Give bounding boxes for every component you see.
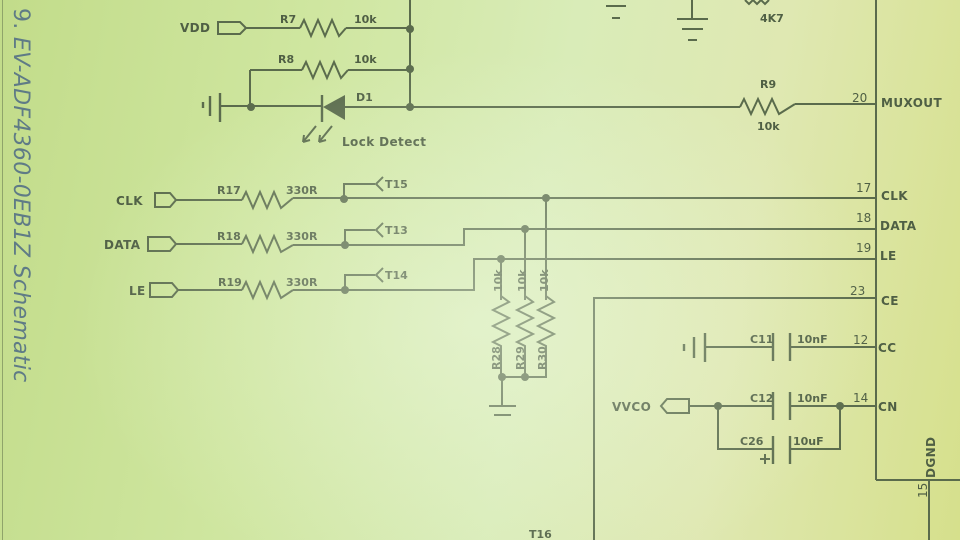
pin-17-number: 17 bbox=[856, 181, 871, 195]
vvco-port[interactable] bbox=[659, 398, 690, 414]
resistor-r28 bbox=[490, 295, 512, 376]
lock-detect-label: Lock Detect bbox=[342, 135, 426, 149]
ground-symbol bbox=[677, 0, 708, 41]
r8-ref: R8 bbox=[278, 53, 294, 66]
vdd-port[interactable] bbox=[217, 21, 248, 35]
resistor-r18 bbox=[241, 233, 294, 255]
r29-value: 10k bbox=[516, 269, 529, 292]
ic-adf4360-body bbox=[875, 0, 960, 481]
title-prefix: 9. bbox=[8, 8, 33, 37]
data-label: DATA bbox=[104, 238, 141, 252]
ground-symbol bbox=[489, 377, 516, 416]
capacitor-c11 bbox=[771, 333, 792, 361]
c26-ref: C26 bbox=[740, 435, 764, 448]
resistor-r7 bbox=[299, 17, 347, 39]
resistor-4k7-partial bbox=[744, 0, 770, 6]
page-margin-line bbox=[2, 0, 3, 540]
c12-ref: C12 bbox=[750, 392, 773, 405]
pin-14-name: CN bbox=[878, 400, 898, 414]
junction-dot bbox=[247, 103, 255, 111]
vvco-label: VVCO bbox=[612, 400, 651, 414]
r28-value: 10k bbox=[492, 269, 505, 292]
r18-ref: R18 bbox=[217, 230, 241, 243]
le-port[interactable] bbox=[149, 282, 180, 298]
c11-ref: C11 bbox=[750, 333, 773, 346]
ground-symbol-c11 bbox=[682, 333, 707, 362]
capacitor-c12 bbox=[771, 392, 792, 420]
test-point-t15 bbox=[343, 176, 384, 199]
r18-value: 330R bbox=[286, 230, 318, 243]
r30-value: 10k bbox=[538, 269, 551, 292]
wire bbox=[717, 406, 773, 450]
test-point-t14 bbox=[344, 267, 384, 290]
ground-symbol bbox=[606, 5, 626, 19]
r17-value: 330R bbox=[286, 184, 318, 197]
pin-18-number: 18 bbox=[856, 211, 871, 225]
r9-ref: R9 bbox=[760, 78, 776, 91]
r8-value: 10k bbox=[354, 53, 377, 66]
t14-label: T14 bbox=[385, 269, 408, 282]
clk-port[interactable] bbox=[154, 192, 178, 208]
resistor-r19 bbox=[241, 279, 294, 301]
schematic-title: 9. EV-ADF4360-0EB1Z Schematic bbox=[8, 8, 33, 383]
d1-ref: D1 bbox=[356, 91, 373, 104]
pin-19-number: 19 bbox=[856, 241, 871, 255]
data-port[interactable] bbox=[147, 236, 178, 252]
pin-17-name: CLK bbox=[881, 189, 908, 203]
vdd-label: VDD bbox=[180, 21, 210, 35]
r-4k7-value: 4K7 bbox=[760, 12, 784, 25]
pin-23-number: 23 bbox=[850, 284, 865, 298]
r28-ref: R28 bbox=[490, 346, 503, 370]
resistor-r8 bbox=[301, 59, 349, 81]
junction-dot bbox=[406, 25, 414, 33]
pin-20-name: MUXOUT bbox=[881, 96, 942, 110]
r9-value: 10k bbox=[757, 120, 780, 133]
pin-23-name: CE bbox=[881, 294, 899, 308]
resistor-r29 bbox=[514, 295, 536, 376]
pin-12-name: CC bbox=[878, 341, 896, 355]
pin-15-name: DGND bbox=[924, 437, 938, 478]
c26-value: 10uF bbox=[793, 435, 824, 448]
c12-value: 10nF bbox=[797, 392, 828, 405]
t15-label: T15 bbox=[385, 178, 408, 191]
r19-value: 330R bbox=[286, 276, 318, 289]
junction-dot bbox=[406, 65, 414, 73]
supply-symbol bbox=[201, 93, 222, 122]
t13-label: T13 bbox=[385, 224, 408, 237]
r17-ref: R17 bbox=[217, 184, 241, 197]
r29-ref: R29 bbox=[514, 346, 527, 370]
le-net-wire bbox=[293, 258, 876, 291]
r30-ref: R30 bbox=[536, 346, 549, 370]
junction-dot bbox=[521, 373, 529, 381]
clk-label: CLK bbox=[116, 194, 143, 208]
c11-value: 10nF bbox=[797, 333, 828, 346]
junction-dot bbox=[406, 103, 414, 111]
pin-14-number: 14 bbox=[853, 391, 868, 405]
r19-ref: R19 bbox=[218, 276, 242, 289]
test-point-t13 bbox=[344, 222, 384, 245]
wire bbox=[790, 406, 841, 450]
ce-net-wire bbox=[593, 297, 876, 540]
r7-value: 10k bbox=[354, 13, 377, 26]
le-label: LE bbox=[129, 284, 146, 298]
data-net-wire bbox=[293, 228, 876, 246]
pin-12-number: 12 bbox=[853, 333, 868, 347]
resistor-r30 bbox=[535, 295, 557, 376]
pin-20-number: 20 bbox=[852, 91, 867, 105]
r7-ref: R7 bbox=[280, 13, 296, 26]
pin-15-number: 15 bbox=[916, 483, 930, 498]
pin-19-name: LE bbox=[880, 249, 897, 263]
pin-18-name: DATA bbox=[880, 219, 917, 233]
led-d1 bbox=[302, 95, 345, 143]
t16-label: T16 bbox=[529, 528, 552, 540]
resistor-r9 bbox=[739, 96, 796, 117]
resistor-r17 bbox=[241, 189, 294, 211]
title-text: EV-ADF4360-0EB1Z Schematic bbox=[8, 36, 33, 383]
